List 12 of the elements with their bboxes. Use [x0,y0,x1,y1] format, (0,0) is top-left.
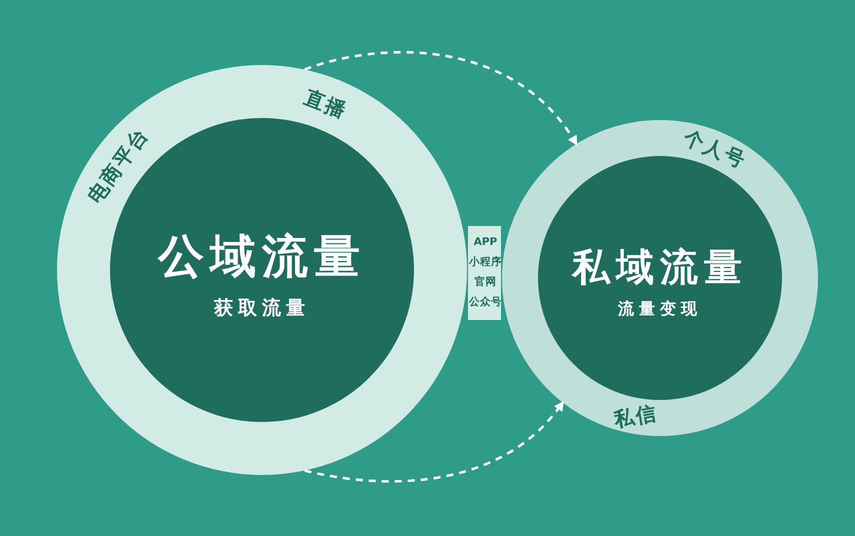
channel-label: APP [472,235,498,250]
ring-label: 个人号 [680,125,750,173]
ring-label: 电商平台 [82,122,154,208]
ring-label: 私信 [612,400,660,432]
circle-title: 公域流量 [156,228,367,286]
circle-subtitle: 获取流量 [213,296,311,322]
arrow [304,400,564,483]
channel-label: 官网 [474,274,498,290]
arrow [304,51,578,146]
circle-subtitle: 流量变现 [617,298,703,320]
ring-label: 直播 [301,84,351,124]
circle-title: 私域流量 [570,244,749,291]
